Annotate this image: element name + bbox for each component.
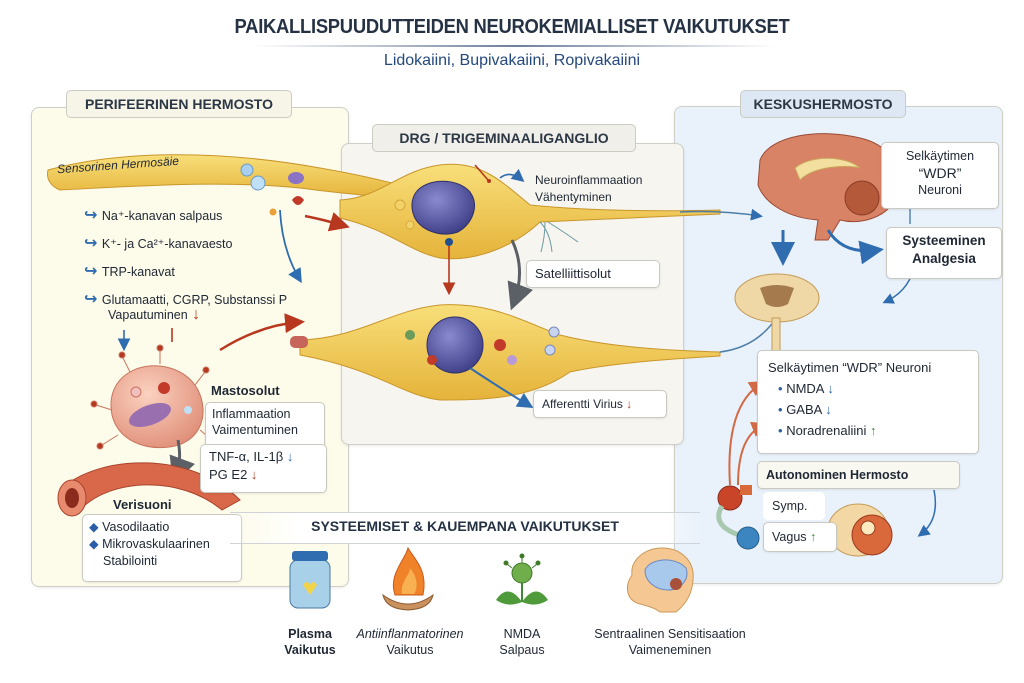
inflammation-box: Inflammaation Vaimentuminen — [205, 402, 325, 449]
wdr-item: • Noradrenaliini ↑ — [778, 423, 877, 438]
up-arrow-icon: ↑ — [870, 423, 877, 438]
up-arrow-icon: ↑ — [810, 530, 817, 544]
mast-cell-title: Mastosolut — [211, 383, 280, 398]
down-arrow-icon: ↓ — [827, 381, 834, 396]
sensory-nerve-illustration — [47, 154, 401, 216]
spinal-cord-illustration — [734, 261, 916, 359]
nmda-plant-icon — [496, 553, 548, 605]
mechanism-item: ↪ TRP-kanavat — [84, 263, 175, 280]
cytokine-item: PG E2 ↓ — [209, 467, 258, 482]
drg-ganglion-bottom-illustration — [290, 304, 721, 409]
arrow-nerve-to-drg — [304, 212, 350, 232]
curved-arrow-icon: ↪ — [84, 207, 98, 224]
vessel-item: ◆ Mikrovaskulaarinen — [89, 537, 210, 551]
arrow-nerve-down — [279, 209, 302, 284]
cytokine-item: TNF-α, IL-1β ↓ — [209, 449, 294, 464]
wdr-neuron-box: Selkäytimen “WDR” Neuroni • NMDA ↓ • GAB… — [757, 350, 979, 454]
diamond-bullet-icon: ◆ — [89, 520, 99, 534]
systemic-title: SYSTEEMISET & KAUEMPANA VAIKUTUKSET — [311, 518, 619, 534]
mechanism-item: ↪ Glutamaatti, CGRP, Substanssi P — [84, 291, 288, 308]
wdr-item: • GABA ↓ — [778, 402, 832, 417]
mechanism-release: Vapautuminen ↓ — [108, 306, 201, 323]
arrow-mast-to-drg — [219, 313, 305, 352]
curved-arrow-icon: ↪ — [84, 291, 98, 308]
title-divider — [255, 45, 775, 47]
vessel-item-cont: Stabilointi — [103, 554, 158, 568]
diamond-bullet-icon: ◆ — [89, 537, 99, 551]
down-arrow-icon: ↓ — [192, 306, 201, 323]
page-subtitle: Lidokaiini, Bupivakaiini, Ropivakaiini — [383, 52, 641, 69]
cytokine-box: TNF-α, IL-1β ↓ PG E2 ↓ — [200, 444, 327, 493]
wdr-top-box: Selkäytimen “WDR” Neuroni — [881, 142, 999, 209]
vagus-box: Vagus ↑ — [763, 522, 837, 552]
brain-illustration — [757, 133, 911, 266]
cns-tag: KESKUSHERMOSTO — [740, 90, 906, 118]
mechanism-item: ↪ K⁺- ja Ca²⁺-kanavaesto — [84, 235, 233, 252]
plasma-jar-icon — [289, 551, 331, 609]
autonomic-illustration — [716, 485, 937, 557]
systemic-band — [230, 512, 700, 544]
mechanism-item: ↪ Na⁺-kanavan salpaus — [84, 207, 223, 224]
down-arrow-icon: ↓ — [626, 397, 633, 411]
arrow-drg-to-brain — [679, 208, 763, 221]
down-arrow-icon: ↓ — [250, 467, 258, 482]
page-title: PAIKALLISPUUDUTTEIDEN NEUROKEMIALLISET V… — [234, 16, 790, 38]
mast-cell-illustration — [90, 344, 217, 485]
curved-arrow-icon: ↪ — [84, 235, 98, 252]
flame-bowl-icon — [382, 546, 434, 611]
vessel-item: ◆ Vasodilaatio — [89, 520, 170, 534]
curved-arrow-icon: ↪ — [84, 263, 98, 280]
afferent-box: Afferentti Virius ↓ — [533, 390, 667, 418]
head-brain-icon — [627, 547, 694, 613]
down-arrow-icon: ↓ — [286, 449, 294, 464]
drg-ganglion-top-illustration — [339, 163, 721, 311]
peripheral-tag: PERIFEERINEN HERMOSTO — [66, 90, 292, 118]
neuroinflammation-label: Neuroinflammaation Vähentyminen — [535, 173, 643, 204]
down-arrow-icon: ↓ — [825, 402, 832, 417]
autonomic-title-box: Autonominen Hermosto — [757, 461, 960, 489]
systemic-analgesia-box: Systeeminen Analgesia — [886, 227, 1002, 279]
wdr-item: • NMDA ↓ — [778, 381, 834, 396]
satellite-cells-box: Satelliittisolut — [526, 260, 660, 288]
drg-tag: DRG / TRIGEMINAALIGANGLIO — [372, 124, 636, 152]
blood-vessel-illustration — [57, 462, 241, 517]
vessel-title: Verisuoni — [113, 497, 172, 512]
symp-label: Symp. — [763, 492, 825, 520]
vessel-box: ◆ Vasodilaatio ◆ Mikrovaskulaarinen Stab… — [82, 514, 242, 582]
